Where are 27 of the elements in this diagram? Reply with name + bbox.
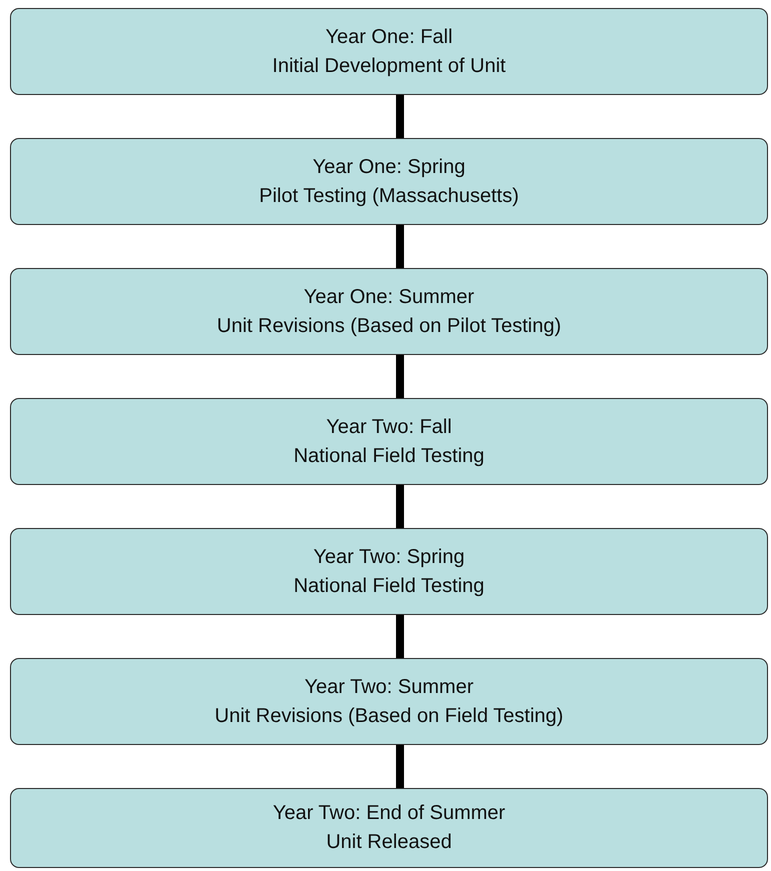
process-box bbox=[10, 8, 768, 95]
stage-description: Unit Revisions (Based on Field Testing) bbox=[214, 704, 564, 728]
stage-description: Unit Released bbox=[326, 830, 452, 855]
period-heading: Year Two: Fall bbox=[326, 414, 452, 440]
connector-line bbox=[396, 615, 404, 658]
period-heading: Year One: Summer bbox=[304, 284, 474, 310]
period-heading: Year Two: End of Summer bbox=[272, 801, 506, 826]
process-box bbox=[10, 138, 768, 225]
period-heading: Year Two: Summer bbox=[304, 674, 474, 700]
stage-description: Pilot Testing (Massachusetts) bbox=[259, 184, 519, 208]
stage-description: National Field Testing bbox=[294, 574, 484, 598]
connector-line bbox=[396, 355, 404, 398]
connector-line bbox=[396, 485, 404, 528]
connector-line bbox=[396, 95, 404, 138]
process-box bbox=[10, 658, 768, 745]
process-box bbox=[10, 268, 768, 355]
stage-description: Initial Development of Unit bbox=[272, 54, 506, 78]
period-heading: Year One: Fall bbox=[325, 24, 453, 50]
stage-description: Unit Revisions (Based on Pilot Testing) bbox=[216, 314, 562, 338]
stage-description: National Field Testing bbox=[294, 444, 484, 468]
process-box bbox=[10, 528, 768, 615]
process-box bbox=[10, 398, 768, 485]
period-heading: Year One: Spring bbox=[312, 154, 466, 180]
connector-line bbox=[396, 745, 404, 788]
connector-line bbox=[396, 225, 404, 268]
process-box bbox=[10, 788, 768, 868]
period-heading: Year Two: Spring bbox=[313, 544, 465, 570]
